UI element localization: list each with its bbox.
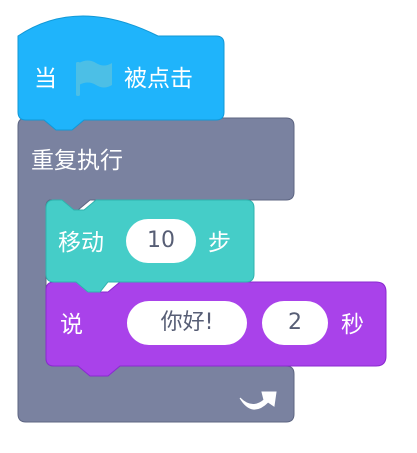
steps-input[interactable]: 10: [126, 219, 196, 263]
green-flag-icon: [76, 60, 112, 96]
forever-label: 重复执行: [31, 148, 123, 174]
hat-label-prefix: 当: [34, 66, 57, 92]
say-label-prefix: 说: [60, 312, 83, 338]
move-label-suffix: 步: [208, 230, 231, 256]
move-label-prefix: 移动: [58, 230, 104, 256]
loop-arrow-icon: [239, 391, 277, 410]
message-input[interactable]: 你好!: [127, 301, 247, 345]
hat-label-suffix: 被点击: [124, 66, 193, 92]
seconds-input[interactable]: 2: [262, 301, 328, 345]
hat-block[interactable]: [17, 15, 225, 131]
say-label-suffix: 秒: [341, 312, 364, 338]
